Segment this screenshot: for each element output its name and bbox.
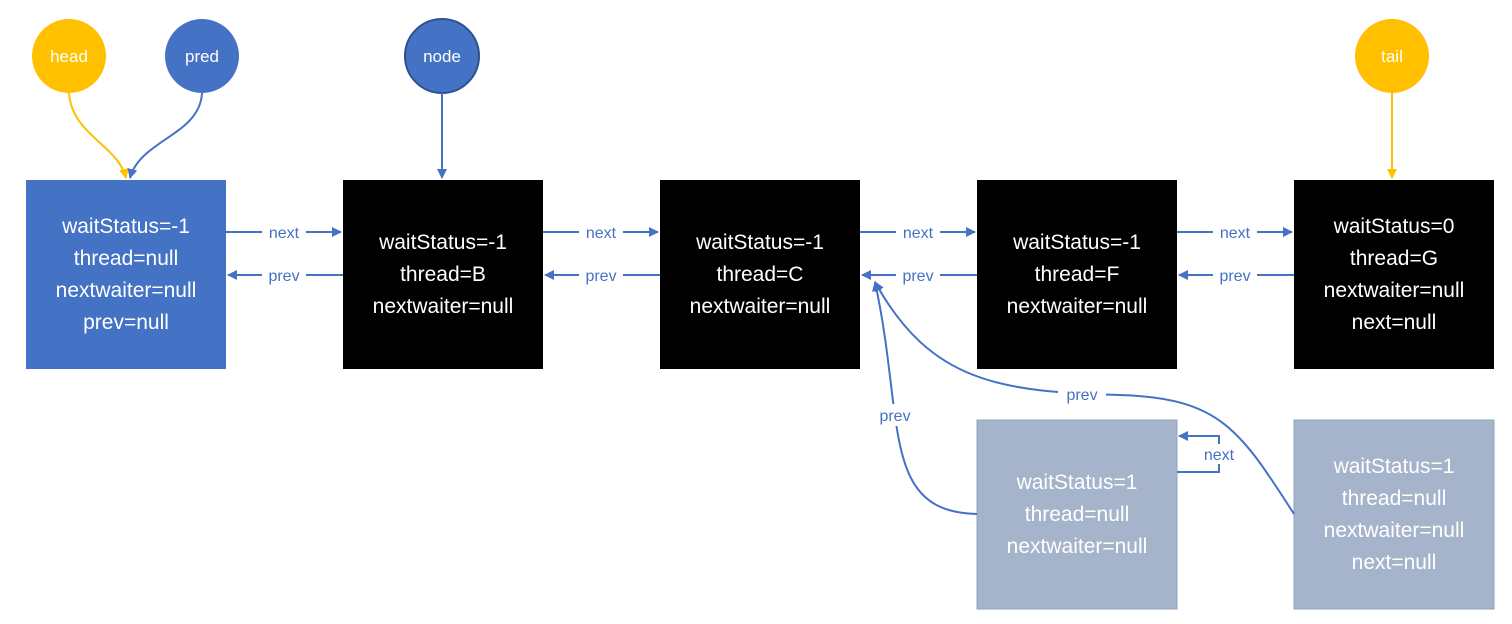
node-c-line-1: waitStatus=-1	[695, 231, 824, 254]
pointer-tail: tail	[1355, 19, 1429, 93]
queue-node-g: waitStatus=0 thread=G nextwaiter=null ne…	[1294, 180, 1494, 369]
cancelled-1-prev-arrow	[872, 281, 978, 515]
pointer-node: node	[404, 18, 480, 94]
node-f-line-1: waitStatus=-1	[1012, 231, 1141, 254]
node-f-line-3: nextwaiter=null	[1007, 295, 1148, 318]
node-b-line-3: nextwaiter=null	[373, 295, 514, 318]
node-head-line-4: prev=null	[83, 311, 169, 334]
cancelled-2-line-2: thread=null	[1342, 487, 1447, 510]
pointer-pred: pred	[165, 19, 239, 93]
cancelled-1-line-3: nextwaiter=null	[1007, 535, 1148, 558]
queue-node-c: waitStatus=-1 thread=C nextwaiter=null	[660, 180, 860, 369]
cancelled-1-line-2: thread=null	[1025, 503, 1130, 526]
queue-node-b: waitStatus=-1 thread=B nextwaiter=null	[343, 180, 543, 369]
next-label-2: next	[586, 225, 617, 242]
cancelled-1-line-1: waitStatus=1	[1016, 471, 1138, 494]
next-label-3: next	[903, 225, 934, 242]
pointer-head: head	[32, 19, 106, 93]
next-label-1: next	[269, 225, 300, 242]
cancelled-2-prev-label: prev	[1066, 387, 1097, 404]
node-f-line-2: thread=F	[1035, 263, 1120, 286]
cancelled-2-line-3: nextwaiter=null	[1324, 519, 1465, 542]
cancelled-2-prev-arrow	[874, 281, 1295, 515]
head-pointer-arrow	[68, 92, 129, 179]
pointer-tail-label: tail	[1381, 47, 1403, 66]
node-head-line-3: nextwaiter=null	[56, 279, 197, 302]
node-head-line-1: waitStatus=-1	[61, 215, 190, 238]
pointer-node-label: node	[423, 47, 461, 66]
cancelled-2-line-1: waitStatus=1	[1333, 455, 1455, 478]
node-b-line-2: thread=B	[400, 263, 486, 286]
cancelled-2-line-4: next=null	[1352, 551, 1437, 574]
prev-label-2: prev	[585, 268, 616, 285]
node-c-line-2: thread=C	[717, 263, 804, 286]
node-g-line-3: nextwaiter=null	[1324, 279, 1465, 302]
node-c-line-3: nextwaiter=null	[690, 295, 831, 318]
node-b-line-1: waitStatus=-1	[378, 231, 507, 254]
node-g-line-1: waitStatus=0	[1333, 215, 1455, 238]
cancelled-1-prev-label: prev	[879, 408, 910, 425]
prev-label-1: prev	[268, 268, 299, 285]
cancelled-node-2: waitStatus=1 thread=null nextwaiter=null…	[1293, 419, 1495, 610]
cancelled-1-next-label: next	[1204, 447, 1235, 464]
prev-label-3: prev	[902, 268, 933, 285]
queue-node-head: waitStatus=-1 thread=null nextwaiter=nul…	[26, 180, 226, 369]
node-g-line-4: next=null	[1352, 311, 1437, 334]
pointer-head-label: head	[50, 47, 88, 66]
pointer-pred-label: pred	[185, 47, 219, 66]
queue-node-f: waitStatus=-1 thread=F nextwaiter=null	[977, 180, 1177, 369]
next-label-4: next	[1220, 225, 1251, 242]
prev-label-4: prev	[1219, 268, 1250, 285]
node-head-line-2: thread=null	[74, 247, 179, 270]
cancelled-node-1: waitStatus=1 thread=null nextwaiter=null	[976, 419, 1178, 610]
pred-pointer-arrow	[127, 92, 203, 179]
node-g-line-2: thread=G	[1350, 247, 1438, 270]
